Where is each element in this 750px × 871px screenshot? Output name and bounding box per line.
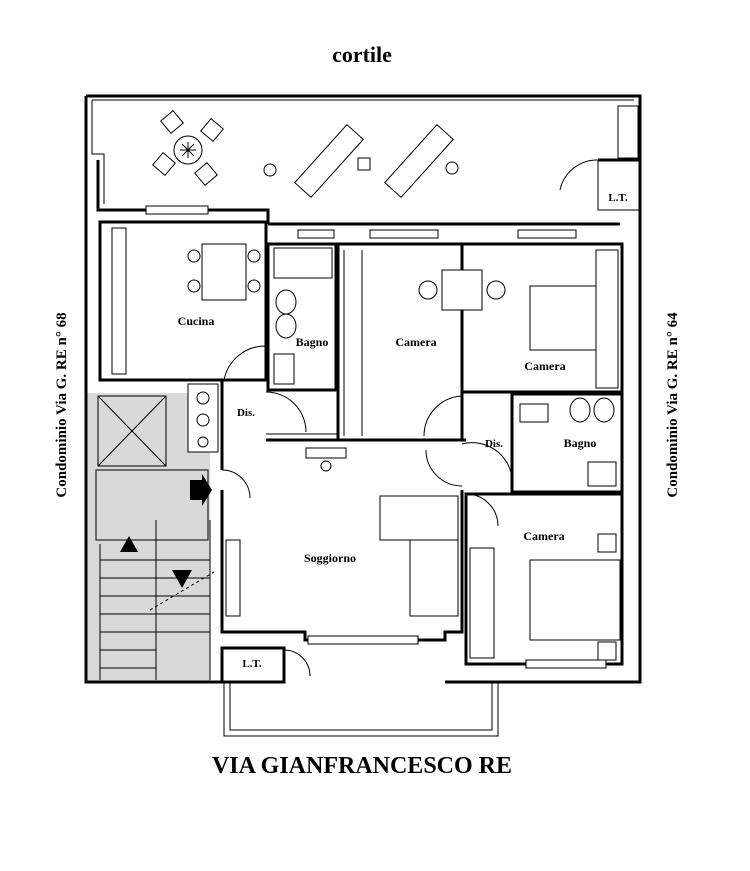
street-label: VIA GIANFRANCESCO RE <box>212 753 512 779</box>
interior-walls <box>98 220 624 737</box>
room-label-hall-right: Dis. <box>485 438 503 450</box>
room-label-bedroom-center: Camera <box>395 335 436 349</box>
room-label-bath-left: Bagno <box>296 335 329 349</box>
bath-left-fixtures <box>273 247 333 385</box>
staircase <box>95 395 215 680</box>
door-swings <box>221 345 513 677</box>
room-label-kitchen: Cucina <box>178 314 215 328</box>
bedroom-furniture <box>343 249 621 661</box>
courtyard-label: cortile <box>332 42 392 67</box>
room-label-bedroom-top-right: Camera <box>524 359 565 373</box>
room-label-living: Soggiorno <box>304 551 356 565</box>
room-label-bedroom-bottom-right: Camera <box>523 529 564 543</box>
windows <box>145 105 639 669</box>
room-label-lt-top: L.T. <box>608 192 628 204</box>
kitchen-furniture <box>111 227 261 453</box>
outer-walls <box>84 94 642 684</box>
room-label-lt-bottom: L.T. <box>242 658 262 670</box>
room-label-hall-left: Dis. <box>237 407 255 419</box>
terrace-furniture <box>152 110 459 199</box>
right-neighbor-label: Condominio Via G. RE n° 64 <box>665 312 681 498</box>
left-neighbor-label: Condominio Via G. RE n° 68 <box>54 312 70 497</box>
living-furniture <box>225 447 459 617</box>
room-label-bath-right: Bagno <box>564 436 597 450</box>
